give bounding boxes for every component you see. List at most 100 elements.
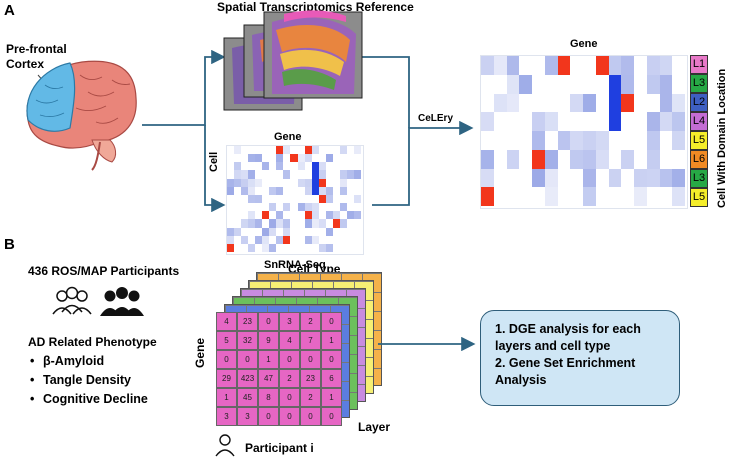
heatmap-cell <box>248 154 256 163</box>
heatmap-cell <box>297 178 305 187</box>
heatmap-cell <box>269 219 277 228</box>
heatmap-cell <box>519 74 532 94</box>
heatmap-cell <box>311 146 319 155</box>
heatmap-cell-high <box>621 93 634 113</box>
heatmap-cell <box>234 227 242 236</box>
heatmap-cell <box>481 56 494 75</box>
matrix-cell: 47 <box>258 369 279 388</box>
heatmap-cell <box>304 178 312 187</box>
heatmap-cell <box>339 146 347 155</box>
heatmap-cell <box>318 219 326 228</box>
matrix-cell: 0 <box>321 350 342 369</box>
heatmap-cell-high <box>532 149 545 169</box>
matrix-cell: 0 <box>321 407 342 426</box>
heatmap-cell <box>311 211 319 220</box>
heatmap-cell-high <box>227 243 235 252</box>
cerebellum <box>91 139 117 163</box>
heatmap-cell <box>353 146 361 155</box>
heatmap-cell-high <box>332 219 340 228</box>
people-filled-icon <box>100 287 144 316</box>
heatmap-cell <box>353 170 361 179</box>
matrix-cell: 5 <box>216 331 237 350</box>
heatmap-cell <box>283 203 291 212</box>
heatmap-cell <box>255 219 263 228</box>
heatmap-cell <box>241 186 249 195</box>
heatmap-cell <box>672 93 685 113</box>
matrix-cell: 3 <box>279 312 300 331</box>
output-gene-label: Gene <box>570 38 598 50</box>
heatmap-cell <box>318 170 326 179</box>
heatmap-cell <box>506 74 520 94</box>
output-heatmap <box>480 55 688 209</box>
matrix-cell: 2 <box>279 369 300 388</box>
heatmap-cell <box>304 235 312 244</box>
heatmap-cell <box>583 187 596 206</box>
results-box: 1. DGE analysis for each layers and cell… <box>480 310 680 406</box>
heatmap-cell <box>234 162 242 171</box>
heatmap-cell <box>583 168 596 188</box>
heatmap-cell <box>227 186 235 195</box>
heatmap-cell <box>248 219 256 228</box>
heatmap-cell <box>339 219 347 228</box>
heatmap-cell <box>248 243 256 252</box>
arrow-to-output <box>372 120 474 206</box>
layer-tag: L4 <box>690 112 708 131</box>
results-line-1: 1. DGE analysis for each <box>495 322 641 336</box>
heatmap-cell <box>304 186 312 195</box>
heatmap-cell <box>672 131 685 150</box>
layer-tag: L3 <box>690 74 708 93</box>
heatmap-cell <box>339 170 347 179</box>
celery-label: CeLEry <box>418 113 454 124</box>
matrix-cell: 1 <box>258 350 279 369</box>
heatmap-cell <box>570 93 583 113</box>
phenotype-item: Cognitive Decline <box>30 390 148 409</box>
heatmap-cell <box>255 194 263 204</box>
heatmap-cell <box>325 243 333 252</box>
heatmap-cell <box>595 149 609 169</box>
spatial-slice-front <box>263 10 363 99</box>
heatmap-cell <box>544 168 558 188</box>
heatmap-cell <box>234 178 242 187</box>
heatmap-cell-high <box>283 235 291 244</box>
participant-label: Participant i <box>245 441 314 455</box>
heatmap-cell <box>608 168 622 188</box>
matrix-cell: 0 <box>279 407 300 426</box>
matrix-cell: 8 <box>258 388 279 407</box>
heatmap-cell <box>248 211 256 220</box>
heatmap-cell <box>248 178 256 187</box>
heatmap-cell <box>583 93 596 113</box>
brain-label-line2: Cortex <box>6 57 45 71</box>
heatmap-cell <box>227 227 235 236</box>
heatmap-cell <box>481 112 494 131</box>
heatmap-cell <box>297 203 305 212</box>
heatmap-cell <box>304 203 312 212</box>
brain-stem <box>91 141 101 171</box>
results-line-2: layers and cell type <box>495 339 611 353</box>
heatmap-cell <box>346 211 354 220</box>
snrna-caption: SnRNA-Seq <box>264 259 326 271</box>
heatmap-cell <box>659 112 673 131</box>
matrix-cell: 23 <box>237 312 258 331</box>
heatmap-cell <box>608 56 622 75</box>
heatmap-cell <box>318 243 326 252</box>
heatmap-cell-high <box>276 146 284 155</box>
heatmap-cell <box>318 162 326 171</box>
layer-tag: L3 <box>690 169 708 188</box>
arrow-brain-to-snrna <box>204 125 226 213</box>
heatmap-cell <box>532 168 545 188</box>
heatmap-cell <box>276 186 284 195</box>
heatmap-cell <box>646 149 660 169</box>
heatmap-cell <box>276 162 284 171</box>
heatmap-cell <box>241 219 249 228</box>
matrix-cell: 0 <box>237 350 258 369</box>
matrix-cell: 0 <box>279 350 300 369</box>
heatmap-cell <box>248 194 256 204</box>
heatmap-cell <box>262 227 270 236</box>
heatmap-cell <box>297 162 305 171</box>
heatmap-cell <box>234 170 242 179</box>
participants-title: 436 ROS/MAP Participants <box>28 264 180 278</box>
